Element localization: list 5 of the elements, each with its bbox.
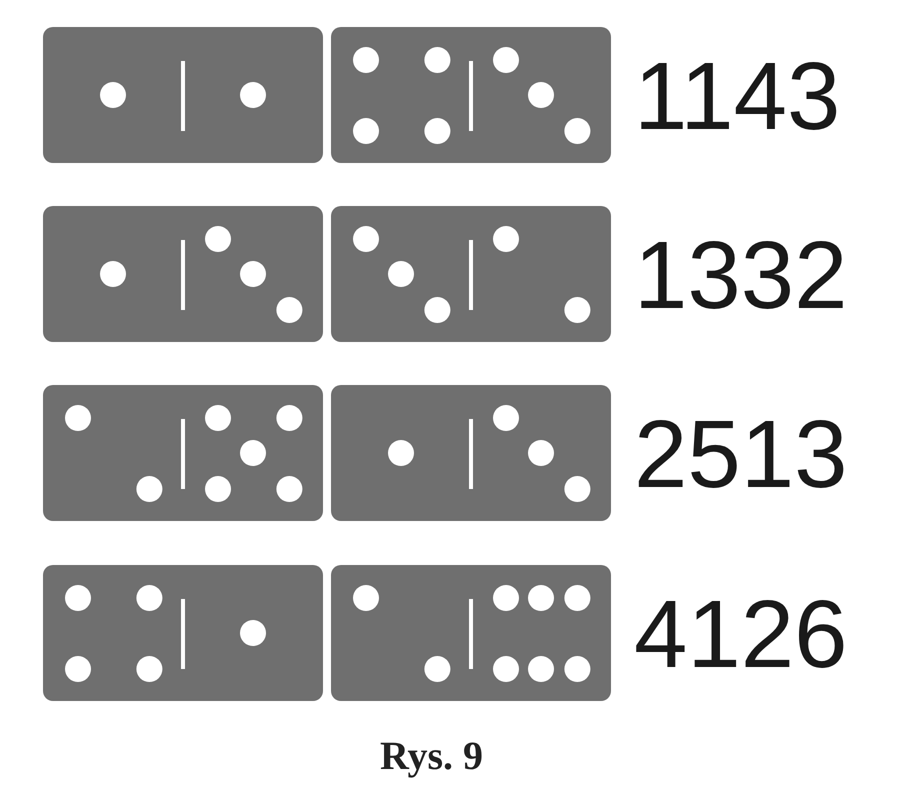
number-label: 1143 bbox=[634, 49, 840, 145]
figure-caption: Rys. 9 bbox=[380, 736, 484, 776]
number-label: 2513 bbox=[634, 407, 848, 503]
number-label: 4126 bbox=[634, 587, 848, 683]
number-label: 1332 bbox=[634, 228, 848, 324]
